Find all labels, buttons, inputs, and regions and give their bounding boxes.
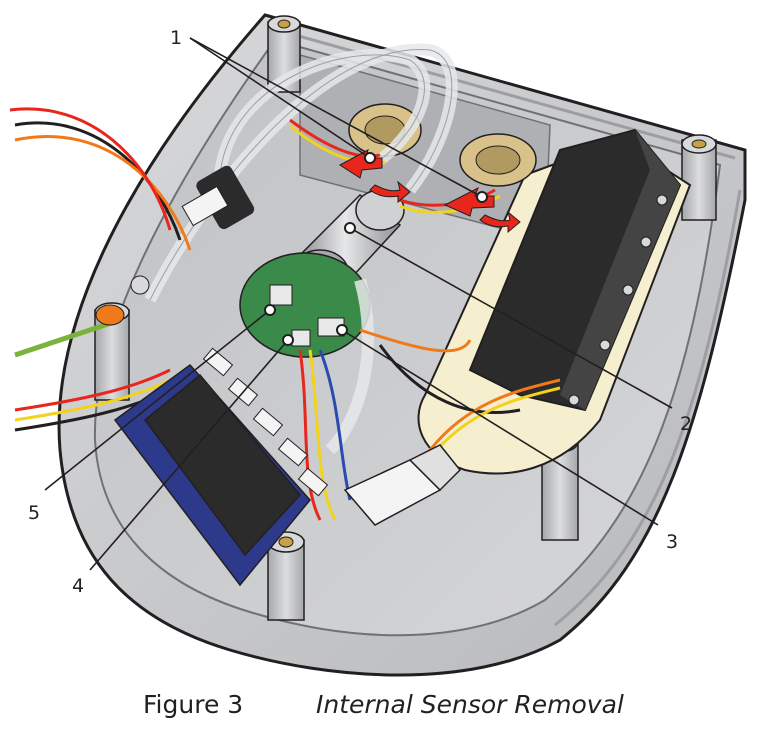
external-wires [9, 107, 192, 432]
figure-caption: Figure 3 Internal Sensor Removal [0, 690, 758, 730]
sensor-assembly-illustration: 1 2 3 4 5 [9, 13, 747, 677]
sensor-block-screws [568, 194, 668, 406]
sensor-block-side [560, 130, 680, 410]
figure-title: Internal Sensor Removal [316, 690, 624, 719]
rotation-arrows [339, 148, 521, 234]
cable-clamp [181, 165, 255, 230]
mounting-post-top-right [681, 134, 717, 221]
callout-3: 3 [666, 531, 678, 553]
enclosure-rim [269, 26, 742, 627]
callout-2: 2 [680, 413, 692, 435]
callout-4: 4 [72, 575, 84, 597]
circuit-board [239, 252, 371, 358]
callout-1: 1 [170, 27, 182, 49]
wire-connector [343, 444, 462, 526]
ground-lug [95, 275, 150, 326]
mounting-post-bottom-center [267, 531, 305, 621]
leader-dots [264, 152, 488, 346]
electronics-module [113, 347, 329, 587]
bulkhead-fitting-right [459, 133, 537, 187]
leader-lines [44, 37, 673, 571]
figure-label: Figure 3 [143, 690, 244, 719]
callout-5: 5 [28, 502, 40, 524]
